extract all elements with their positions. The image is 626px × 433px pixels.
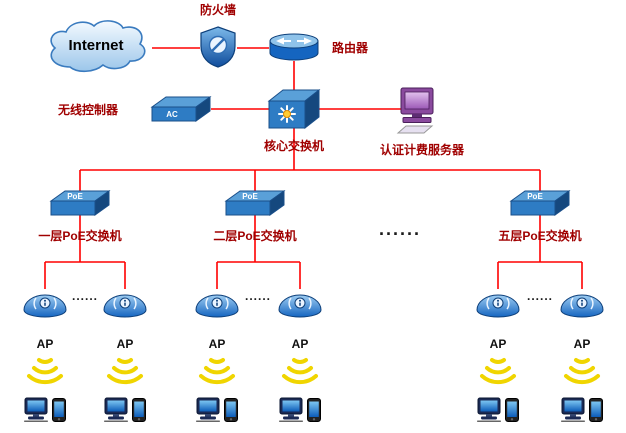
laptop-3-icon	[195, 397, 221, 423]
phone-5-icon	[505, 398, 519, 422]
ap-ellipsis-2: ......	[244, 289, 271, 303]
wireless-controller-icon	[151, 96, 211, 122]
ap-label-3: AP	[208, 337, 226, 351]
firewall-icon	[199, 25, 237, 69]
auth-server-icon	[397, 87, 434, 134]
laptop-1-icon	[23, 397, 49, 423]
access-point-6-icon	[560, 294, 604, 318]
wireless-controller-label: 无线控制器	[57, 103, 118, 117]
phone-2-icon	[132, 398, 146, 422]
floor2-poe-switch-label: 二层PoE交换机	[213, 229, 297, 243]
access-point-2-icon	[103, 294, 147, 318]
ap-ellipsis-1: ......	[71, 289, 98, 303]
ap-ellipsis-3: ......	[526, 289, 553, 303]
phone-1-icon	[52, 398, 66, 422]
access-point-5-icon	[476, 294, 520, 318]
phone-6-icon	[589, 398, 603, 422]
floor1-poe-switch-label: 一层PoE交换机	[38, 229, 122, 243]
firewall-label: 防火墙	[199, 3, 236, 17]
connection-lines	[44, 47, 583, 289]
internet-label: Internet	[68, 37, 124, 54]
access-point-4-icon	[278, 294, 322, 318]
wifi-signal-1-icon	[27, 358, 63, 385]
poe-device-text-2: PoE	[242, 192, 258, 201]
ac-device-text: AC	[166, 110, 178, 119]
core-switch-icon	[268, 89, 320, 129]
laptop-4-icon	[278, 397, 304, 423]
phone-3-icon	[224, 398, 238, 422]
laptop-2-icon	[103, 397, 129, 423]
auth-server-label: 认证计费服务器	[379, 143, 464, 157]
router-label: 路由器	[332, 41, 369, 55]
laptop-5-icon	[476, 397, 502, 423]
ap-label-1: AP	[36, 337, 54, 351]
wifi-signal-5-icon	[480, 358, 516, 385]
poe-device-text-3: PoE	[527, 192, 543, 201]
core-switch-label: 核心交换机	[263, 139, 324, 153]
ap-label-2: AP	[116, 337, 134, 351]
phone-4-icon	[307, 398, 321, 422]
ap-label-5: AP	[489, 337, 507, 351]
router-icon	[269, 33, 319, 61]
ap-label-4: AP	[291, 337, 309, 351]
poe-device-text-1: PoE	[67, 192, 83, 201]
wifi-signal-3-icon	[199, 358, 235, 385]
access-point-3-icon	[195, 294, 239, 318]
wifi-signal-4-icon	[282, 358, 318, 385]
ap-label-6: AP	[573, 337, 591, 351]
wifi-signal-6-icon	[564, 358, 600, 385]
floor5-poe-switch-label: 五层PoE交换机	[498, 229, 582, 243]
laptop-6-icon	[560, 397, 586, 423]
wifi-signal-2-icon	[107, 358, 143, 385]
floors-ellipsis: ......	[378, 219, 421, 239]
